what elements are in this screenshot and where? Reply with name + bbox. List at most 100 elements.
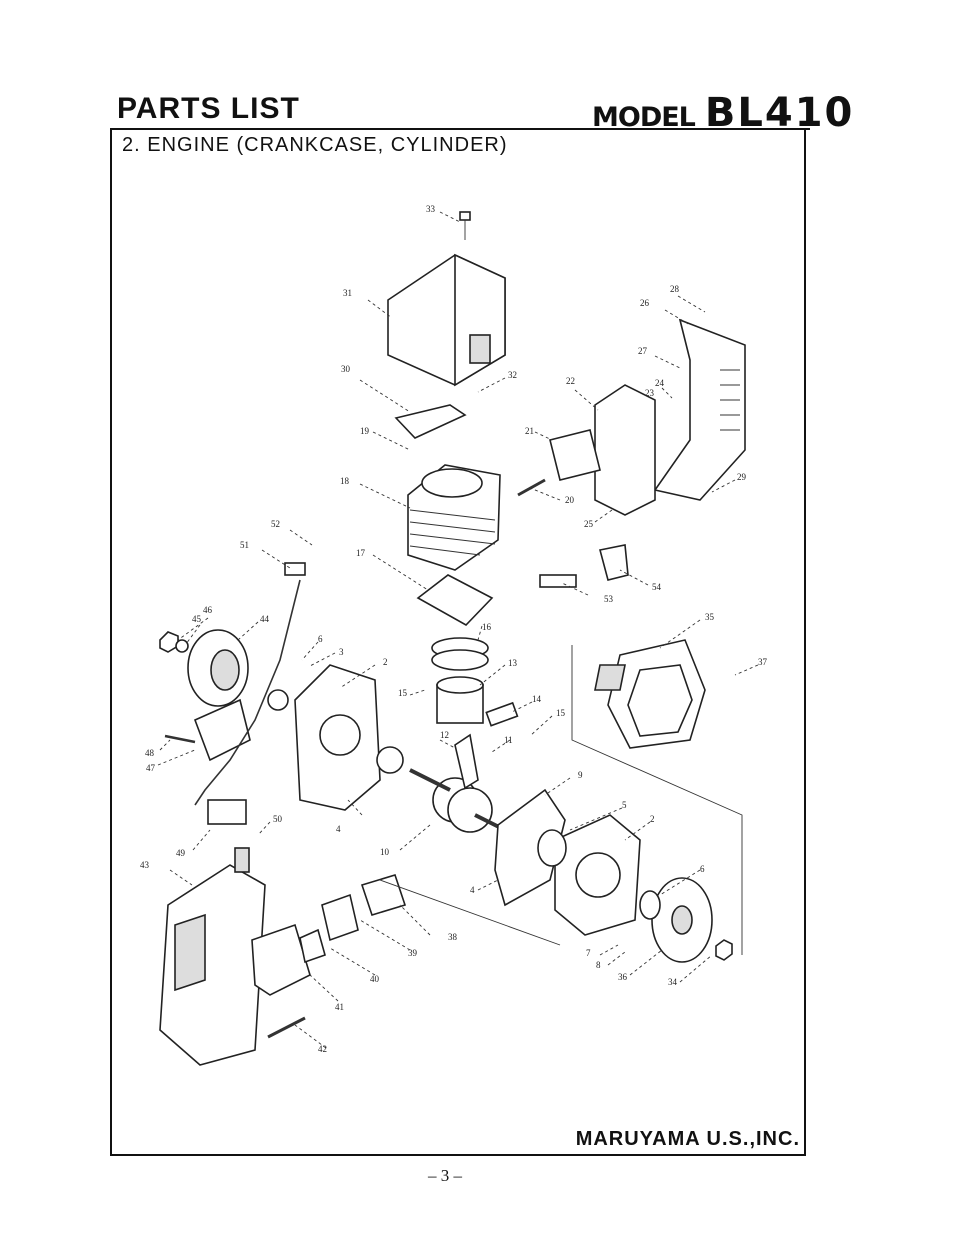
spark-plug-part (539, 574, 577, 588)
washer-45-part (175, 639, 189, 653)
callout-label: 22 (566, 376, 575, 386)
callout-label: 16 (482, 622, 492, 632)
callout-label: 30 (341, 364, 351, 374)
cylinder-cover-part (387, 253, 506, 387)
carburetor-part (251, 923, 311, 996)
company-name: MARUYAMA U.S.,INC. (575, 1128, 800, 1150)
insulator-39-part (321, 893, 359, 942)
cylinder-part (407, 464, 501, 571)
callout-label: 13 (508, 658, 518, 668)
part-callout-labels: 33 31 28 26 27 24 23 22 32 30 21 19 18 2… (140, 204, 768, 1054)
callout-label: 31 (343, 288, 352, 298)
callout-label: 19 (360, 426, 370, 436)
connecting-rod-part (454, 733, 479, 790)
callout-label: 14 (532, 694, 542, 704)
callout-label: 43 (140, 860, 150, 870)
callout-label: 34 (668, 977, 678, 987)
gasket-40-part (299, 928, 326, 964)
callout-label: 37 (758, 657, 768, 667)
ignition-coil-part (193, 698, 251, 762)
callout-label: 15 (398, 688, 408, 698)
callout-label: 39 (408, 948, 418, 958)
callout-label: 12 (440, 730, 449, 740)
parts-list-title: PARTS LIST (117, 92, 300, 125)
piston-pin-part (485, 701, 519, 727)
flywheel-part (187, 629, 249, 707)
callout-label: 33 (426, 204, 436, 214)
assembly-bracket-line (571, 645, 743, 955)
crankshaft-part (409, 768, 506, 833)
callout-label: 3 (339, 647, 344, 657)
callout-label: 18 (340, 476, 350, 486)
callout-label: 45 (192, 614, 202, 624)
callout-label: 21 (525, 426, 534, 436)
header-rule (110, 128, 810, 130)
callout-label: 11 (504, 735, 513, 745)
callout-label: 52 (271, 519, 280, 529)
ignition-wire-part (194, 579, 301, 806)
callout-label: 54 (652, 582, 662, 592)
bearing-part (376, 746, 404, 774)
piston-ring-lower-part (431, 649, 489, 671)
callout-label: 5 (622, 800, 627, 810)
callout-label: 8 (596, 960, 601, 970)
callout-label: 27 (638, 346, 648, 356)
callout-label: 46 (203, 605, 213, 615)
callout-label: 15 (556, 708, 566, 718)
callout-label: 42 (318, 1044, 327, 1054)
callout-label: 4 (336, 824, 341, 834)
callout-label: 49 (176, 848, 186, 858)
callout-label: 26 (640, 298, 650, 308)
callout-label: 53 (604, 594, 614, 604)
muffler-part (594, 384, 656, 516)
wire-clamp-part (284, 562, 306, 576)
callout-label: 35 (705, 612, 715, 622)
callout-label: 20 (565, 495, 575, 505)
callout-label: 47 (146, 763, 156, 773)
plug-cap-part (599, 544, 629, 581)
callout-label: 29 (737, 472, 747, 482)
callout-label: 24 (655, 378, 665, 388)
callout-label: 28 (670, 284, 680, 294)
callout-label: 10 (380, 847, 390, 857)
cover-plate-part (494, 788, 566, 907)
washer-6-part (639, 890, 661, 920)
muffler-cover-part (653, 318, 746, 501)
plate-30-part (394, 404, 467, 439)
air-cleaner-part (159, 847, 266, 1066)
stud-bolt-part (517, 478, 546, 497)
nut-46-part (159, 631, 179, 653)
callout-label: 25 (584, 519, 594, 529)
callout-label: 23 (645, 388, 655, 398)
callout-label: 41 (335, 1002, 344, 1012)
gasket-17-part (416, 574, 494, 627)
diagram-frame (110, 130, 806, 1156)
starter-pulley-part (651, 877, 713, 963)
bolt-42-part (267, 1016, 306, 1039)
callout-label: 2 (383, 657, 388, 667)
muffler-gasket-part (549, 429, 601, 481)
bolt-33-part (459, 211, 471, 240)
callout-label: 32 (508, 370, 517, 380)
bolt-48-part (164, 734, 196, 744)
callout-label: 36 (618, 972, 628, 982)
model-label: MODEL (592, 102, 696, 133)
nut-34-part (715, 939, 733, 961)
callout-label: 4 (470, 885, 475, 895)
callout-label: 48 (145, 748, 155, 758)
callout-label: 6 (318, 634, 323, 644)
callout-label: 51 (240, 540, 249, 550)
callout-label: 6 (700, 864, 705, 874)
page-number: – 3 – (428, 1166, 462, 1185)
callout-label: 7 (586, 948, 591, 958)
assembly-link-line (379, 879, 561, 946)
callout-label: 17 (356, 548, 366, 558)
section-title: 2. ENGINE (CRANKCASE, CYLINDER) (122, 134, 508, 156)
callout-label: 38 (448, 932, 458, 942)
stop-switch-part (207, 799, 247, 825)
piston-part (436, 676, 484, 724)
oil-seal-part (537, 829, 567, 867)
callout-label: 2 (650, 814, 655, 824)
